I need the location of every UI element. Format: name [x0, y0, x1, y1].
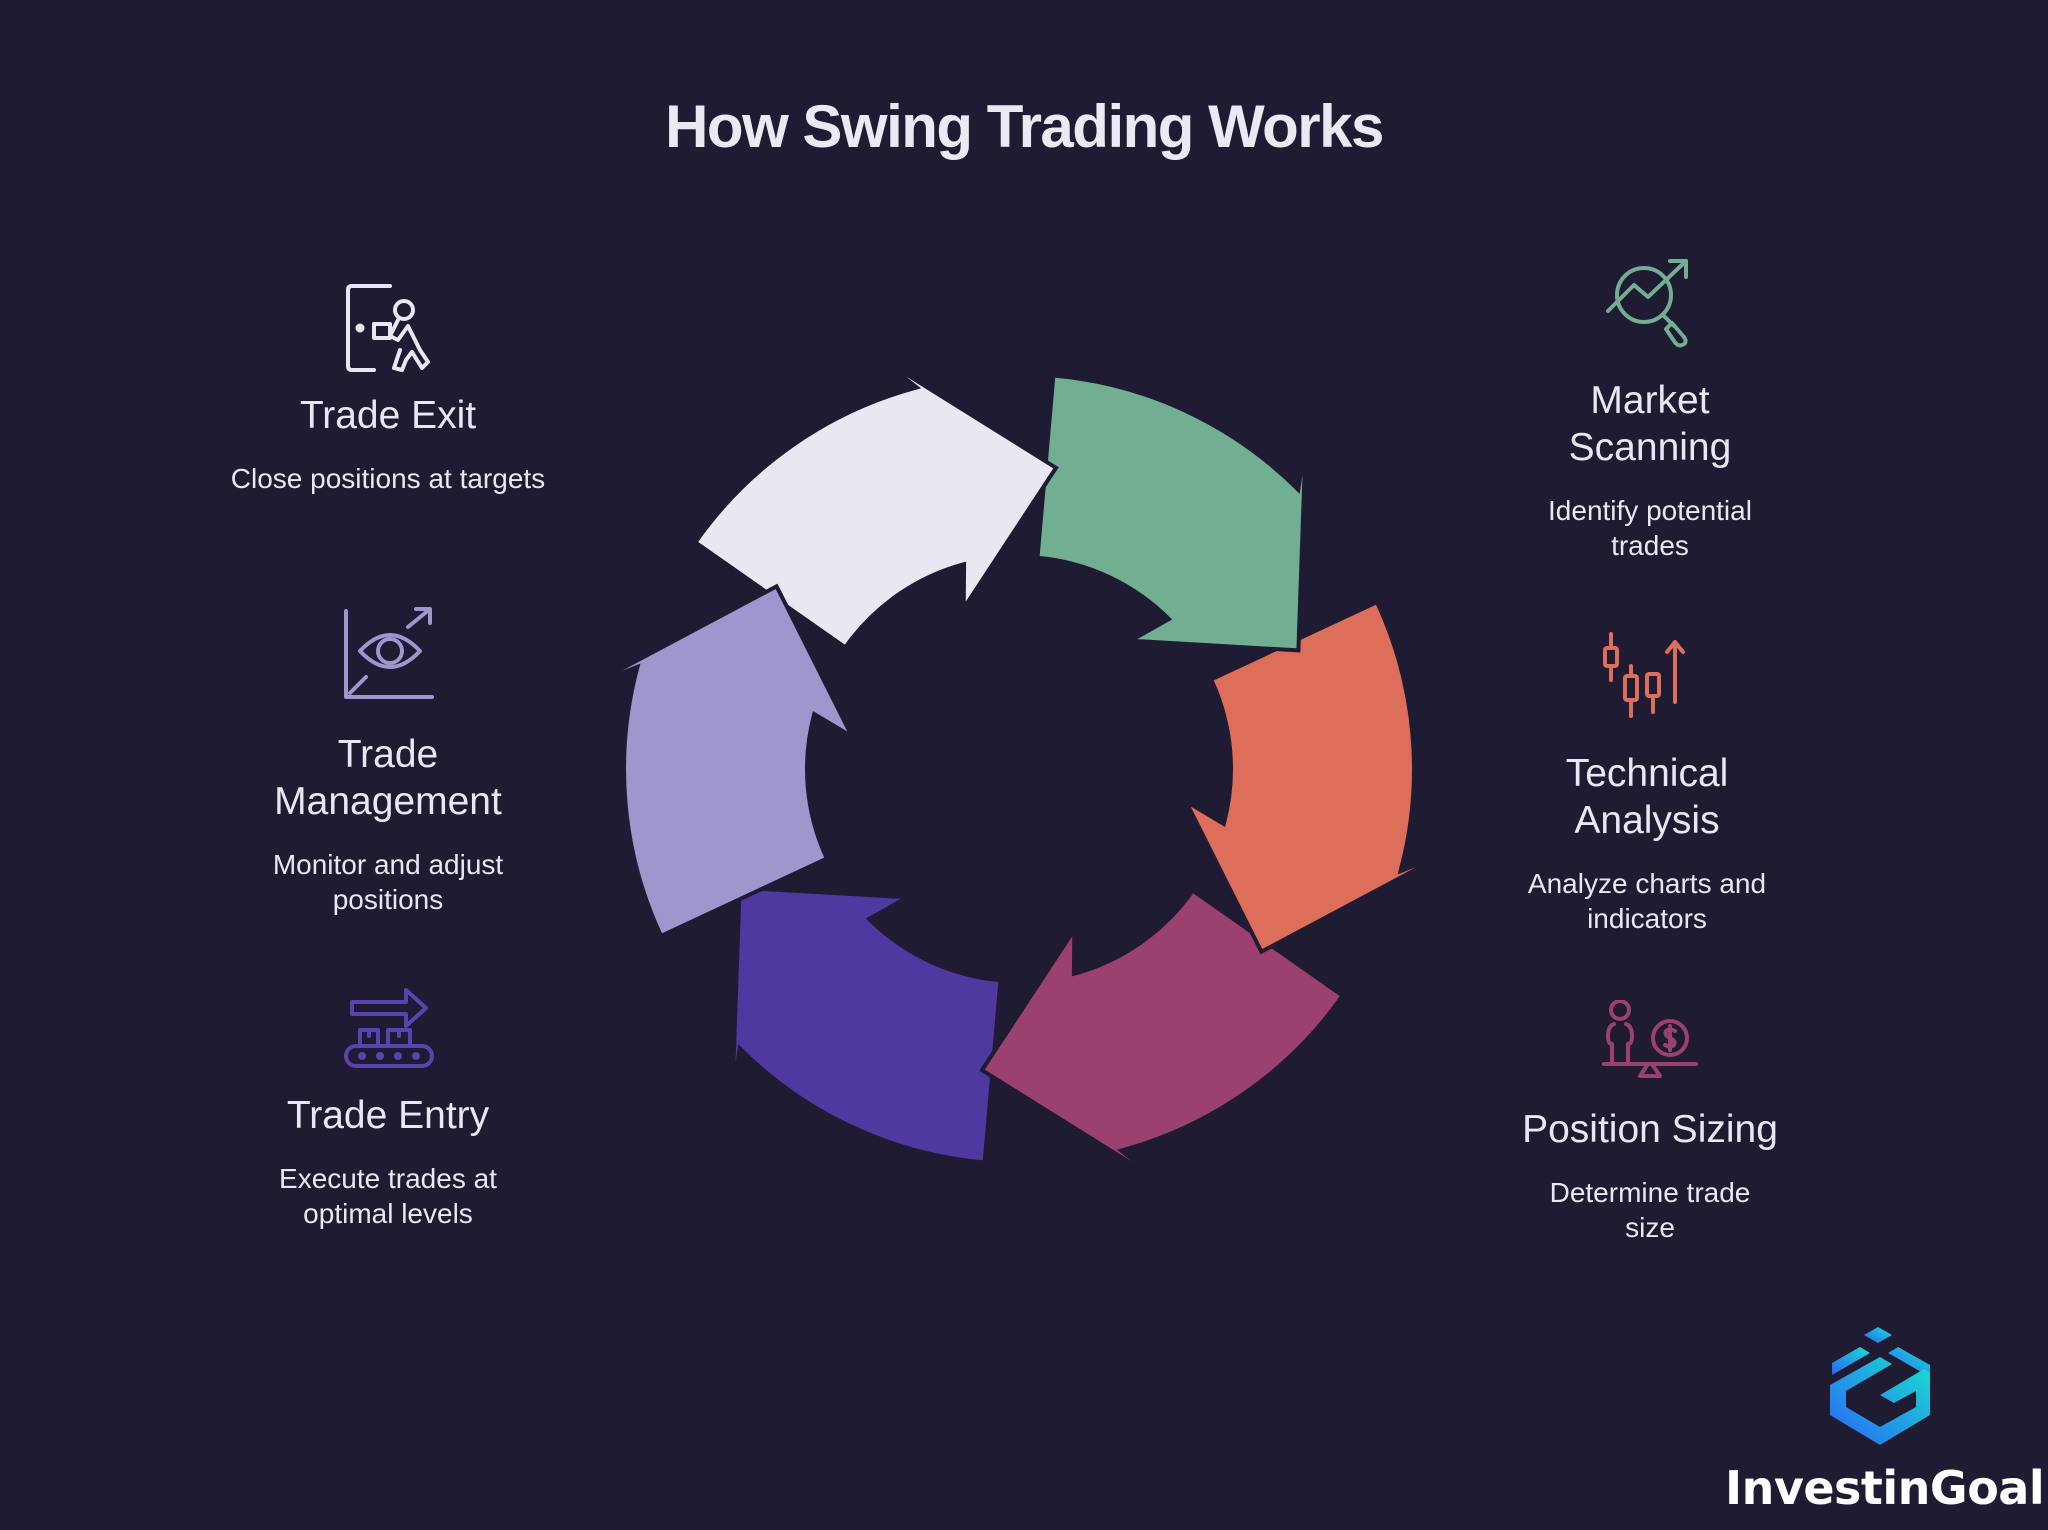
magnifier-trend-icon	[1606, 259, 1688, 348]
step-description: Execute trades at optimal levels	[279, 1163, 497, 1229]
cycle-arrow-market-scanning	[1035, 373, 1308, 653]
brand-logo: InvestinGoal	[1725, 1325, 2045, 1515]
step-description: Monitor and adjust positions	[272, 849, 504, 915]
step-title: Market Scanning	[1568, 379, 1732, 469]
candlestick-icon	[1603, 632, 1685, 718]
step-description: Analyze charts and indicators	[1527, 868, 1767, 934]
step-title: Trade Entry	[286, 1094, 490, 1137]
conveyor-arrow-icon	[344, 988, 434, 1068]
step-trade-entry: Trade Entry Execute trades at optimal le…	[218, 978, 558, 1231]
cycle-arrow-technical-analysis	[1181, 599, 1449, 955]
step-description: Determine trade size	[1549, 1177, 1751, 1243]
step-title: Position Sizing	[1522, 1108, 1778, 1151]
step-description: Close positions at targets	[230, 463, 546, 494]
step-title: Trade Exit	[299, 394, 477, 437]
step-title: Trade Management	[274, 733, 502, 823]
eye-chart-icon	[344, 607, 434, 699]
brand-name: InvestinGoal	[1725, 1461, 2045, 1515]
step-market-scanning: Market Scanning Identify potential trade…	[1480, 255, 1820, 563]
cycle-arrow-trade-exit	[692, 354, 1059, 651]
step-title: Technical Analysis	[1565, 752, 1729, 842]
cycle-arrow-position-sizing	[979, 887, 1346, 1184]
step-position-sizing: Position Sizing Determine trade size	[1480, 1000, 1820, 1245]
step-trade-exit: Trade Exit Close positions at targets	[218, 278, 558, 496]
page-title: How Swing Trading Works	[665, 93, 1384, 160]
step-technical-analysis: Technical Analysis Analyze charts and in…	[1477, 628, 1817, 936]
step-description: Identify potential trades	[1548, 495, 1752, 561]
door-exit-person-icon	[346, 284, 430, 372]
balance-scale-icon	[1602, 1000, 1698, 1078]
investingoal-logo-icon	[1830, 1327, 1930, 1445]
cycle-arrow-trade-management-overlay	[589, 583, 857, 939]
cycle-arrow-trade-entry	[730, 885, 1003, 1165]
step-trade-management: Trade Management Monitor and adjust posi…	[218, 605, 558, 917]
